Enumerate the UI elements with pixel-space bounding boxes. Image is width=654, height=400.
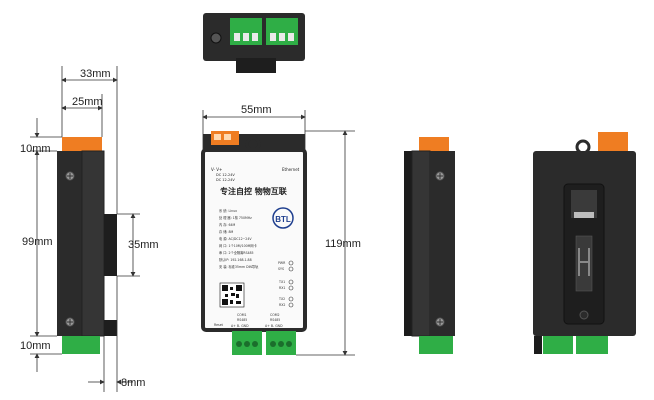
dim-35mm: 35mm <box>128 239 159 251</box>
svg-text:DC 12-24V: DC 12-24V <box>216 178 235 182</box>
top-rail-clip <box>236 58 276 73</box>
spec-list: 系 统: Linux 处 理 器: 1核 750MHz 内 存: 64M 存 储… <box>219 208 259 269</box>
dim-119mm: 119mm <box>325 238 361 250</box>
svg-text:安 装: 标准35mm DIN导轨: 安 装: 标准35mm DIN导轨 <box>219 264 259 269</box>
dim-55mm: 55mm <box>241 104 272 116</box>
svg-text:RX1: RX1 <box>279 286 285 290</box>
screw-icon <box>435 317 445 327</box>
com1-pins: A+ B- GND <box>231 324 249 328</box>
svg-text:RX2: RX2 <box>279 303 285 307</box>
svg-text:存 储: 8M: 存 储: 8M <box>219 229 234 234</box>
led-indicators: PWR SYS TX1 RX1 TX2 RX2 <box>278 260 294 308</box>
front-view: V- V+ DC 12-24V DC 12-24V Ethernet 专注自控 … <box>201 131 307 355</box>
svg-text:处 理 器: 1核 750MHz: 处 理 器: 1核 750MHz <box>219 215 252 220</box>
svg-text:SYS: SYS <box>278 267 284 271</box>
back-view <box>533 132 636 354</box>
svg-text:DC 12-24V: DC 12-24V <box>216 173 235 177</box>
com2-pins: A+ B- GND <box>265 324 283 328</box>
svg-text:RS485: RS485 <box>237 318 247 322</box>
dim-99mm: 99mm <box>22 236 53 248</box>
ethernet-label: Ethernet <box>282 167 300 172</box>
dim-8mm: 8mm <box>121 377 145 389</box>
svg-text:RS485: RS485 <box>270 318 280 322</box>
top-view <box>203 13 305 73</box>
screw-icon <box>435 171 445 181</box>
svg-text:PWR: PWR <box>278 261 286 265</box>
qr-code-icon <box>219 282 245 308</box>
svg-text:默认IP: 192.168.1.88: 默认IP: 192.168.1.88 <box>219 257 252 262</box>
power-label: V- V+ <box>211 167 222 172</box>
svg-text:内 存: 64M: 内 存: 64M <box>219 222 236 227</box>
side-terminal-bottom <box>62 336 100 354</box>
reset-label: Reset <box>214 323 224 327</box>
right-side-view <box>404 137 455 354</box>
side-dimension-lines <box>30 66 140 392</box>
side-terminal-top <box>62 137 102 151</box>
screw-icon <box>65 171 75 181</box>
screw-icon <box>65 317 75 327</box>
side-housing-front <box>57 151 82 336</box>
side-view <box>57 137 117 354</box>
side-rail-clip <box>104 214 117 276</box>
slogan: 专注自控 物物互联 <box>220 186 287 196</box>
dim-10mm-top: 10mm <box>20 143 51 155</box>
btl-logo-icon: BTL <box>272 207 294 229</box>
svg-text:TX1: TX1 <box>278 280 285 284</box>
com2-label: COM2 <box>270 313 280 317</box>
side-housing-body <box>81 150 105 337</box>
dim-10mm-bottom: 10mm <box>20 340 51 352</box>
com1-label: COM1 <box>237 313 247 317</box>
dim-33mm: 33mm <box>80 68 111 80</box>
svg-text:网 口: 1个10M/100M网卡: 网 口: 1个10M/100M网卡 <box>219 243 258 248</box>
svg-text:串 口: 2个全隔离RS485: 串 口: 2个全隔离RS485 <box>219 250 254 255</box>
dim-25mm: 25mm <box>72 96 103 108</box>
top-jack-icon <box>210 32 222 44</box>
svg-text:系 统: Linux: 系 统: Linux <box>219 208 237 213</box>
svg-text:电 源: AC/DC12~24V: 电 源: AC/DC12~24V <box>219 236 252 241</box>
svg-text:BTL: BTL <box>275 215 291 224</box>
front-dimension-lines <box>202 110 355 356</box>
svg-text:TX2: TX2 <box>278 297 285 301</box>
